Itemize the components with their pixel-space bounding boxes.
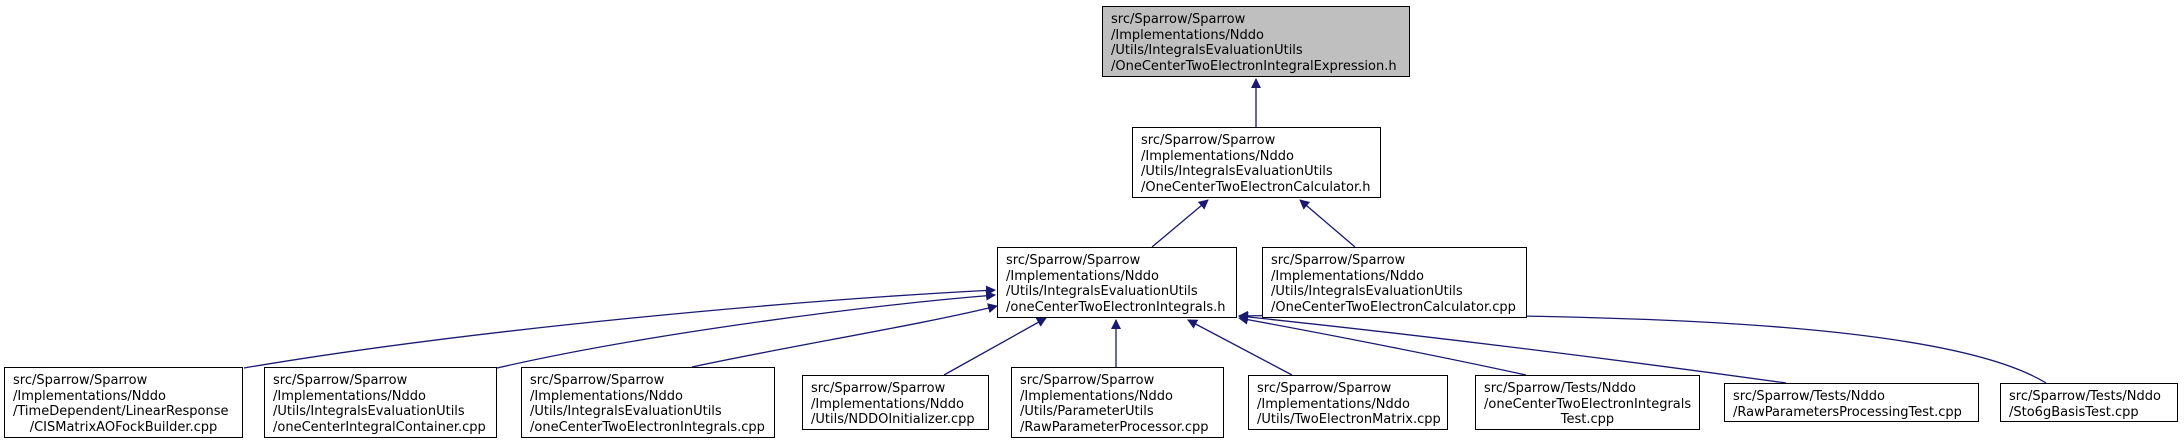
node-twoelectronmatrix-cpp[interactable]: src/Sparrow/Sparrow /Implementations/Ndd… (1248, 375, 1448, 430)
node-line: /Utils/IntegralsEvaluationUtils (273, 404, 465, 419)
node-line: /Utils/IntegralsEvaluationUtils (1006, 284, 1198, 299)
node-line: /Utils/NDDOInitializer.cpp (811, 412, 975, 427)
node-line: /OneCenterTwoElectronCalculator.h (1141, 179, 1371, 195)
edge-nddo-init-to-integrals-h (943, 317, 1047, 376)
edge-cis-to-integrals-h (243, 285, 996, 369)
node-line: src/Sparrow/Tests/Nddo (1484, 381, 1636, 396)
node-nddoinitializer-cpp[interactable]: src/Sparrow/Sparrow /Implementations/Ndd… (802, 375, 989, 430)
node-line: /RawParametersProcessingTest.cpp (1733, 404, 1962, 420)
node-line: /TimeDependent/LinearResponse (13, 404, 229, 419)
node-line: /Utils/ParameterUtils (1020, 404, 1154, 419)
node-line: /Implementations/Nddo (811, 396, 964, 412)
node-line: /Utils/IntegralsEvaluationUtils (1271, 284, 1463, 299)
node-line: /Implementations/Nddo (13, 388, 166, 404)
edge-calculator-cpp-to-calculator-h (1299, 199, 1356, 248)
node-line: /oneCenterTwoElectronIntegrals.h (1006, 299, 1226, 315)
node-line: /Sto6gBasisTest.cpp (2009, 404, 2139, 420)
node-line: /Utils/IntegralsEvaluationUtils (530, 404, 722, 419)
node-onecenterintegralcontainer-cpp[interactable]: src/Sparrow/Sparrow /Implementations/Ndd… (264, 367, 497, 438)
node-line: /Utils/TwoElectronMatrix.cpp (1257, 412, 1441, 427)
node-rawparameterprocessor-cpp[interactable]: src/Sparrow/Sparrow /Implementations/Ndd… (1011, 367, 1224, 438)
node-line: /Implementations/Nddo (273, 388, 426, 404)
node-sto6gbasistest-cpp[interactable]: src/Sparrow/Tests/Nddo /Sto6gBasisTest.c… (2000, 383, 2178, 422)
node-line: /CISMatrixAOFockBuilder.cpp (29, 419, 218, 435)
edge-sto6g-to-integrals-h (1238, 310, 2047, 384)
node-line: /oneCenterTwoElectronIntegrals.cpp (530, 419, 765, 435)
node-line: /Implementations/Nddo (1020, 388, 1173, 404)
node-cismatrixaofockbuilder-cpp[interactable]: src/Sparrow/Sparrow /Implementations/Ndd… (4, 367, 243, 438)
node-line: /Implementations/Nddo (1257, 396, 1410, 412)
node-onecentertwoelectronintegrals-h[interactable]: src/Sparrow/Sparrow /Implementations/Ndd… (997, 247, 1237, 318)
node-line: /OneCenterTwoElectronCalculator.cpp (1271, 299, 1516, 315)
edge-container-to-integrals-h (496, 290, 996, 369)
node-line: /Utils/IntegralsEvaluationUtils (1141, 164, 1333, 179)
edge-test-integrals-to-integrals-h (1238, 314, 1527, 376)
node-line: src/Sparrow/Sparrow (1111, 12, 1246, 27)
node-line: src/Sparrow/Sparrow (530, 373, 665, 388)
node-onecentertwoelectroncalculator-cpp[interactable]: src/Sparrow/Sparrow /Implementations/Ndd… (1262, 247, 1527, 318)
node-line: /Utils/IntegralsEvaluationUtils (1111, 43, 1303, 58)
node-line: src/Sparrow/Tests/Nddo (2009, 389, 2161, 404)
node-line: src/Sparrow/Sparrow (1271, 253, 1406, 268)
node-line: /Implementations/Nddo (1006, 268, 1159, 284)
node-line: src/Sparrow/Tests/Nddo (1733, 389, 1885, 404)
node-line: Test.cpp (1560, 412, 1615, 427)
node-onecentertwoelectroncalculator-h[interactable]: src/Sparrow/Sparrow /Implementations/Ndd… (1132, 127, 1381, 198)
node-onecentertwoelectronintegrals-cpp[interactable]: src/Sparrow/Sparrow /Implementations/Ndd… (521, 367, 775, 438)
node-line: /OneCenterTwoElectronIntegralExpression.… (1111, 58, 1397, 74)
edge-integrals-h-to-calculator-h (1151, 199, 1209, 248)
edge-raw-test-to-integrals-h (1238, 311, 1787, 384)
node-line: /oneCenterIntegralContainer.cpp (273, 419, 486, 435)
edge-two-matrix-to-integrals-h (1187, 319, 1293, 376)
node-line: src/Sparrow/Sparrow (1257, 381, 1392, 396)
node-line: src/Sparrow/Sparrow (273, 373, 408, 388)
node-line: /Implementations/Nddo (1111, 27, 1264, 43)
node-line: /Implementations/Nddo (530, 388, 683, 404)
node-line: src/Sparrow/Sparrow (1006, 253, 1141, 268)
node-line: src/Sparrow/Sparrow (1020, 373, 1155, 388)
node-line: /oneCenterTwoElectronIntegrals (1484, 396, 1692, 412)
edge-integrals-cpp-to-integrals-h (691, 303, 998, 368)
node-line: src/Sparrow/Sparrow (1141, 133, 1276, 148)
node-onecentertwoelectronintegralstest-cpp[interactable]: src/Sparrow/Tests/Nddo /oneCenterTwoElec… (1475, 375, 1700, 430)
node-line: src/Sparrow/Sparrow (13, 373, 148, 388)
node-line: /Implementations/Nddo (1141, 148, 1294, 164)
node-line: /RawParameterProcessor.cpp (1020, 419, 1209, 435)
node-onecentertwoelectronintegralexpression-h: src/Sparrow/Sparrow /Implementations/Ndd… (1102, 6, 1410, 77)
node-line: src/Sparrow/Sparrow (811, 381, 946, 396)
node-rawparametersprocessingtest-cpp[interactable]: src/Sparrow/Tests/Nddo /RawParametersPro… (1724, 383, 1979, 422)
node-line: /Implementations/Nddo (1271, 268, 1424, 284)
